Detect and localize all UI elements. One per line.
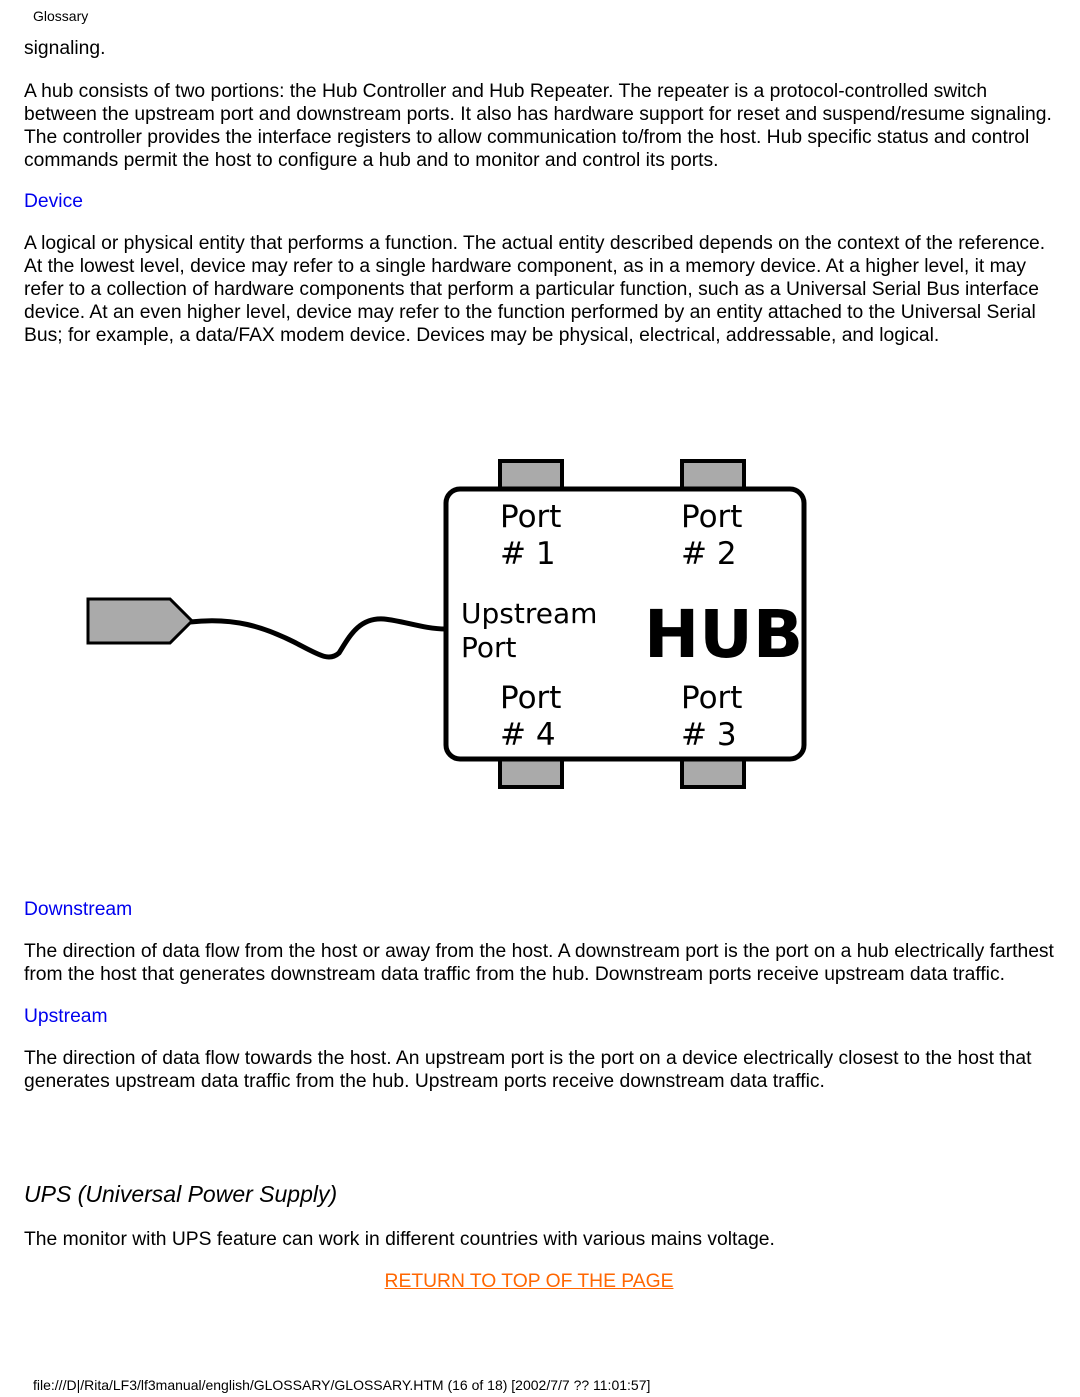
hub-diagram: Port # 1 Port # 2 Upstream Port HUB Port… [86, 459, 807, 789]
port4-label-line2: # 4 [500, 717, 556, 753]
glossary-content-lower: Downstream The direction of data flow fr… [24, 898, 1054, 1093]
device-paragraph: A logical or physical entity that perfor… [24, 233, 1046, 346]
term-device: Device [24, 191, 83, 212]
port2-label-line2: # 2 [681, 536, 737, 572]
return-to-top-container: RETURN TO TOP OF THE PAGE [0, 1270, 1058, 1293]
page-header-title: Glossary [33, 8, 89, 24]
term-upstream: Upstream [24, 1006, 108, 1027]
upstream-port-label-line1: Upstream [461, 597, 597, 630]
port1-label-line1: Port [500, 499, 561, 535]
return-to-top-link[interactable]: RETURN TO TOP OF THE PAGE [384, 1271, 674, 1292]
port3-label-line1: Port [681, 680, 742, 716]
glossary-content: signaling. A hub consists of two portion… [24, 37, 1054, 347]
hub-paragraph: A hub consists of two portions: the Hub … [24, 81, 1052, 171]
usb-cable [187, 616, 449, 660]
ups-paragraph: The monitor with UPS feature can work in… [24, 1229, 775, 1250]
term-downstream: Downstream [24, 899, 133, 920]
signal-fragment: signaling. [24, 38, 106, 59]
port4-label-line1: Port [500, 680, 561, 716]
port2-label-line1: Port [681, 499, 742, 535]
port3-connector [680, 755, 746, 789]
port1-label-line2: # 1 [500, 536, 556, 572]
page-footer-path: file:///D|/Rita/LF3/lf3manual/english/GL… [33, 1377, 651, 1393]
ups-heading: UPS (Universal Power Supply) [24, 1181, 338, 1207]
upstream-paragraph: The direction of data flow towards the h… [24, 1048, 1032, 1092]
downstream-paragraph: The direction of data flow from the host… [24, 941, 1054, 985]
port3-label-line2: # 3 [681, 717, 737, 753]
upstream-port-label-line2: Port [461, 631, 517, 664]
usb-plug [86, 597, 195, 645]
hub-body [443, 486, 807, 762]
hub-label: HUB [644, 596, 803, 673]
